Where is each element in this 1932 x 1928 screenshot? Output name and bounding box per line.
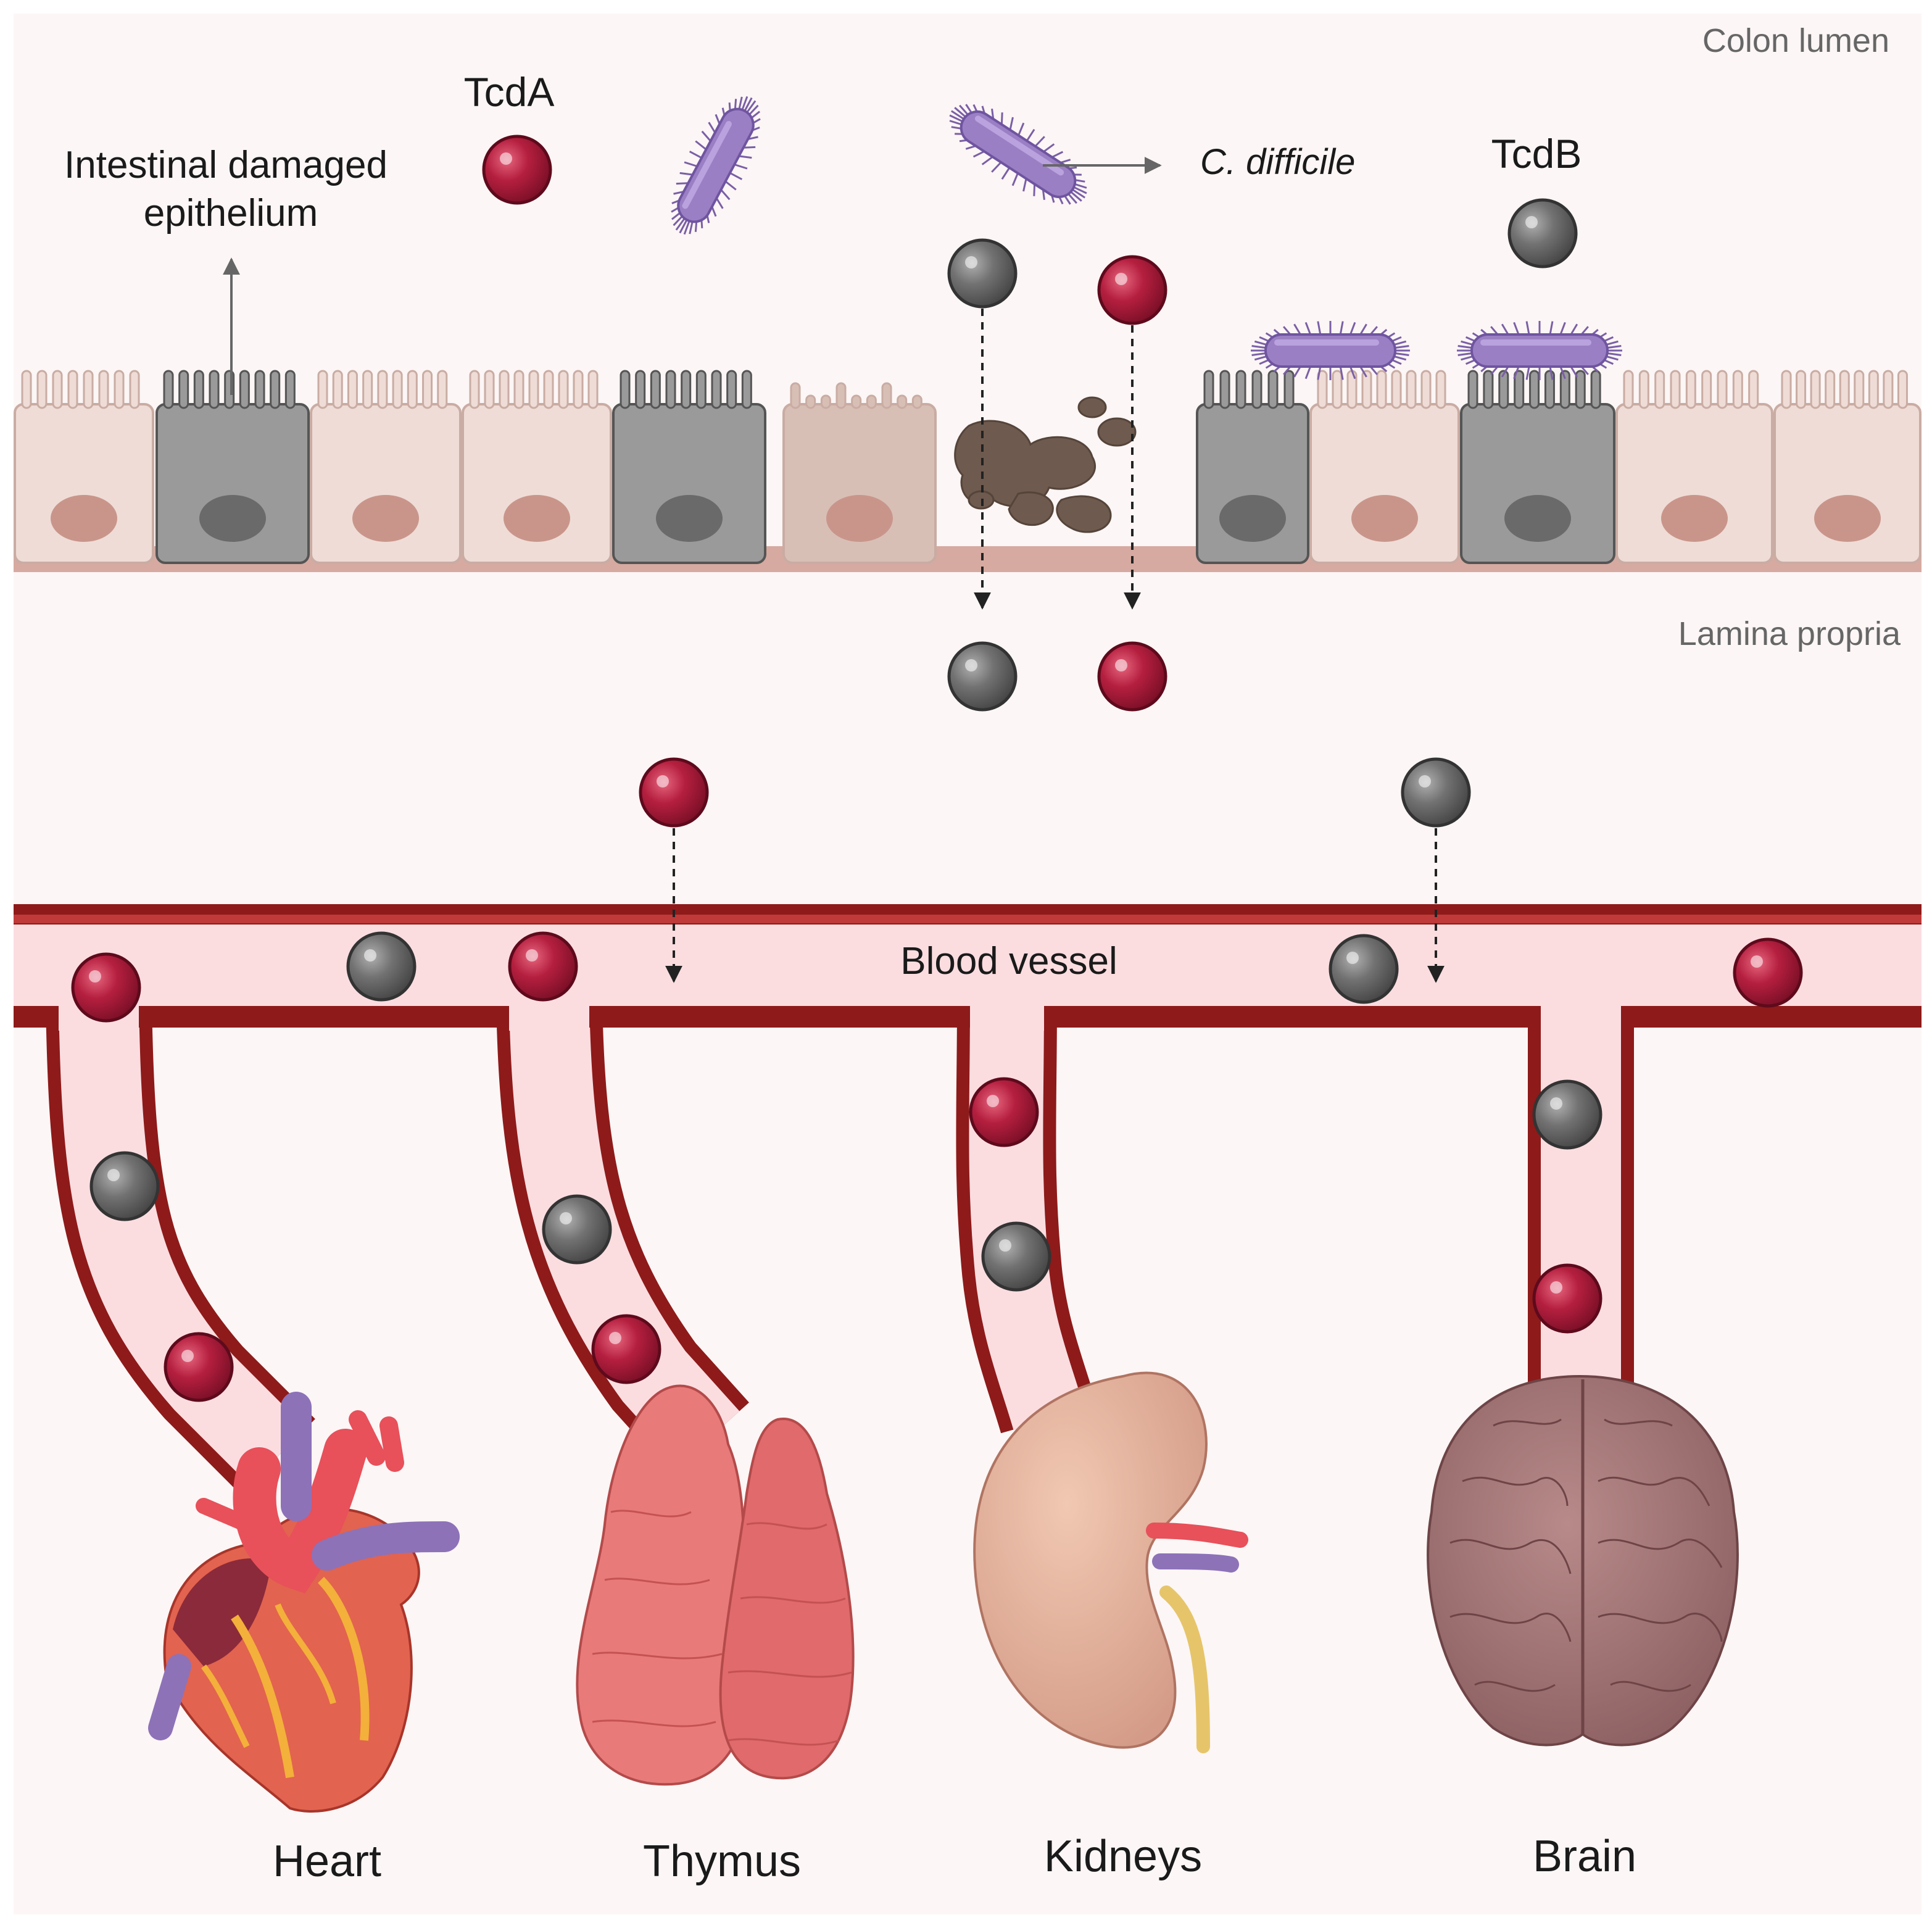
tcdb-toxin [1329, 934, 1399, 1004]
tcda-toxin [508, 931, 578, 1002]
heart-organ [148, 1392, 460, 1813]
tcda-toxin [1097, 255, 1167, 325]
heart-label: Heart [273, 1837, 381, 1886]
tcda-toxin [1097, 641, 1167, 712]
c-difficile-bacterium [1251, 321, 1410, 380]
tcda-toxin [639, 757, 709, 828]
tcda-toxin [591, 1314, 661, 1384]
tcda-label: TcdA [464, 69, 555, 115]
blood-vessel-lumen [14, 925, 1922, 1006]
colon-lumen-label: Colon lumen [1702, 22, 1889, 59]
tcda-toxin [1532, 1263, 1602, 1334]
tcdb-toxin [1401, 757, 1471, 828]
thymus-organ [576, 1384, 855, 1786]
tcda-toxin [164, 1332, 234, 1402]
tcdb-toxin [981, 1221, 1051, 1292]
tcdb-toxin [947, 641, 1018, 712]
tcda-toxin [482, 135, 552, 205]
tcdb-toxin [542, 1194, 612, 1265]
c-difficile-bacteria [671, 96, 1622, 380]
brain-label: Brain [1533, 1832, 1636, 1881]
damaged-epithelial-cell [155, 370, 310, 564]
tcdb-toxin [89, 1151, 160, 1221]
epithelial-cell [14, 370, 154, 564]
tcda-toxin [1733, 937, 1803, 1008]
c-difficile-bacterium [671, 96, 761, 235]
tcdb-toxin [1507, 198, 1578, 268]
epithelial-cell [1773, 370, 1922, 564]
c-difficile-label: C. difficile [1200, 142, 1355, 182]
thymus-label: Thymus [643, 1837, 801, 1886]
kidney-organ [973, 1371, 1248, 1753]
epithelial-cell [310, 370, 462, 564]
damaged-epithelium-label-line2: epithelium [144, 192, 318, 235]
epithelial-cell [462, 370, 612, 564]
damaged-epithelial-cell [612, 370, 766, 564]
tcdb-toxin [1532, 1079, 1602, 1150]
blood-vessel-label: Blood vessel [900, 940, 1117, 983]
tcda-toxin [969, 1077, 1039, 1147]
c-difficile-bacterium [1457, 321, 1622, 380]
epithelial-cell [1615, 370, 1773, 564]
arrows [223, 157, 1445, 983]
tcdb-toxin [947, 238, 1018, 309]
damaged-epithelial-cell [1196, 370, 1309, 564]
cell-debris [954, 396, 1137, 533]
damaged-epithelial-cell [1460, 370, 1615, 564]
intestinal-epithelium [14, 370, 1922, 572]
tcdb-toxin [346, 931, 417, 1002]
c-difficile-bacterium [949, 104, 1087, 205]
lamina-propria-label: Lamina propria [1678, 615, 1901, 652]
tcda-toxin [71, 952, 141, 1023]
brain-organ [1427, 1374, 1739, 1747]
tcdb-label: TcdB [1491, 131, 1582, 177]
kidneys-label: Kidneys [1044, 1832, 1202, 1881]
damaged-epithelium-label-line1: Intestinal damaged [64, 144, 388, 186]
toxins [71, 135, 1803, 1402]
epithelial-cell [1309, 370, 1460, 564]
epithelial-cell [782, 382, 937, 564]
